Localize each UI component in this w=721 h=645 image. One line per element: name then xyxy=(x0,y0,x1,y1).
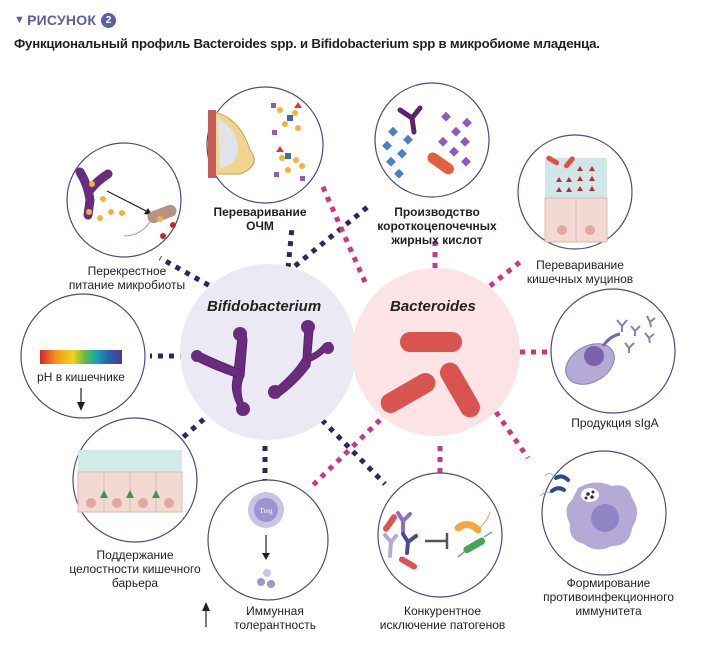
bifidobacterium-center-circle xyxy=(180,264,356,440)
label-line: толерантность xyxy=(234,618,316,632)
figure-label-text: РИСУНОК xyxy=(27,12,97,28)
connector-scfa-bifido xyxy=(293,203,372,268)
label-anti-infective: Формирование противоинфекционного иммуни… xyxy=(536,576,681,618)
connector-hmo-bifido xyxy=(285,227,295,269)
label-line: барьера xyxy=(111,576,159,590)
bacteroides-title: Bacteroides xyxy=(390,298,476,315)
circle-scfa-production xyxy=(374,82,490,198)
label-line: питание микробиоты xyxy=(68,278,186,292)
figure-title: Функциональный профиль Bacteroides spp. … xyxy=(14,36,600,51)
breast-milk-illustration xyxy=(208,102,305,181)
barrier-illustration xyxy=(77,450,183,513)
label-line: Переваривание xyxy=(536,258,624,272)
label-scfa-production: Производство короткоцепочечных жирных ки… xyxy=(372,205,502,247)
triangle-down-icon: ▼ xyxy=(14,14,26,26)
connector-pathogen-bifido xyxy=(320,418,387,486)
label-siga: Продукция sIgA xyxy=(560,416,670,430)
label-cross-feeding: Перекрестное питание микробиоты xyxy=(62,264,192,292)
bacteroides-rod-1 xyxy=(400,332,462,352)
bacteroides-rods xyxy=(380,332,480,418)
circle-immune-tolerance xyxy=(207,479,329,601)
connector-hmo-bacteroides xyxy=(319,183,368,284)
arrow-up-icon xyxy=(202,602,210,627)
mucin-illustration xyxy=(544,155,608,243)
plasma-cell-illustration xyxy=(565,315,656,385)
label-line: Поддержание xyxy=(96,548,174,562)
macrophage-illustration xyxy=(539,473,637,550)
pathogen-exclusion-illustration xyxy=(382,511,493,570)
label-line: противоинфекционного xyxy=(543,590,674,604)
treg-label: Treg xyxy=(260,507,273,515)
label-line: Перекрестное xyxy=(87,264,167,278)
label-mucin-digestion: Переваривание кишечных муцинов xyxy=(515,258,645,286)
treg-illustration: Treg xyxy=(248,492,284,588)
connector-barrier xyxy=(178,410,214,442)
bacteroides-connectors xyxy=(308,183,550,490)
connector-anti-infective xyxy=(493,410,531,460)
label-line: Продукция sIgA xyxy=(571,416,659,430)
connector-immune-bacteroides xyxy=(308,418,382,490)
label-line: исключение патогенов xyxy=(379,618,506,632)
label-line: жирных кислот xyxy=(391,233,483,247)
label-immune-tolerance: Иммунная толерантность xyxy=(220,604,330,632)
label-line: Переваривание xyxy=(213,205,307,219)
figure-number-badge: 2 xyxy=(101,12,117,28)
bacteroides-rod-3 xyxy=(440,362,480,418)
label-line: кишечных муцинов xyxy=(526,272,634,286)
label-line: Формирование xyxy=(566,576,651,590)
figure-label: ▼ РИСУНОК 2 xyxy=(14,12,117,28)
bacteroides-rod-2 xyxy=(380,373,436,413)
label-line: ОЧМ xyxy=(246,219,274,233)
label-line: короткоцепочечных xyxy=(377,219,497,233)
label-line: Иммунная xyxy=(246,604,304,618)
ph-gradient-bar xyxy=(40,350,122,364)
label-ph: pH в кишечнике xyxy=(26,370,136,384)
cross-feeding-illustration xyxy=(75,167,177,239)
bifidobacterium-title: Bifidobacterium xyxy=(207,298,322,315)
label-hmo-digestion: Переваривание ОЧМ xyxy=(200,205,320,233)
label-line: иммунитета xyxy=(575,604,642,618)
label-line: Производство xyxy=(394,205,480,219)
label-line: pH в кишечнике xyxy=(37,370,125,384)
label-barrier: Поддержание целостности кишечного барьер… xyxy=(60,548,210,590)
label-pathogen-exclusion: Конкурентное исключение патогенов xyxy=(370,604,515,632)
label-line: целостности кишечного xyxy=(69,562,201,576)
arrow-down-icon xyxy=(77,388,85,411)
bifidobacterium-cell-ends xyxy=(191,320,334,416)
label-line: Конкурентное xyxy=(404,604,481,618)
